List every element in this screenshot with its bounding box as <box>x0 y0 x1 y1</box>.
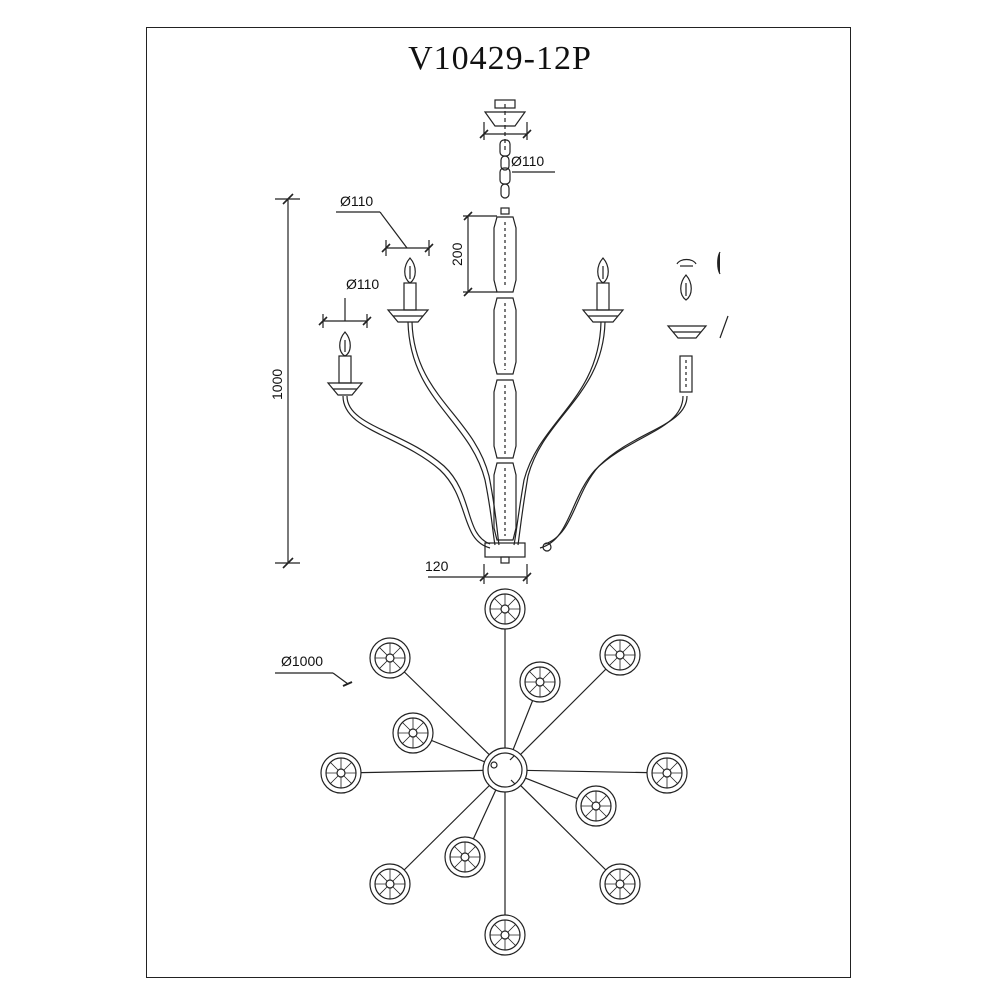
plan-view: Ø1000 <box>275 588 688 956</box>
base-width-dimension: 120 <box>425 558 532 584</box>
overall-height-dimension: 1000 <box>269 193 300 569</box>
candle-right-exploded <box>666 251 729 393</box>
overall-height-label: 1000 <box>269 369 285 400</box>
side-elevation: Ø110 2 <box>269 99 729 584</box>
canopy-diameter-dimension: Ø110 <box>479 122 555 173</box>
overall-diameter-label: Ø1000 <box>281 653 323 669</box>
drawing-frame <box>146 27 851 978</box>
left-upper-bobeche-label: Ø110 <box>340 193 373 209</box>
plan-bobeche-outer <box>320 588 688 956</box>
canopy-diameter-label: Ø110 <box>511 153 544 169</box>
left-upper-bobeche-dimension: Ø110 <box>336 193 434 256</box>
plan-bobeche-inner <box>392 661 617 878</box>
central-column <box>484 216 526 564</box>
model-title: V10429-12P <box>408 40 592 77</box>
left-lower-bobeche-dimension: Ø110 <box>318 276 379 328</box>
base-width-label: 120 <box>425 558 449 574</box>
candle-right-upper <box>581 257 625 323</box>
suspension-chain <box>499 139 511 215</box>
overall-diameter-dimension: Ø1000 <box>275 653 353 687</box>
plan-hub <box>482 747 528 793</box>
segment-height-label: 200 <box>449 242 465 266</box>
ceiling-canopy <box>483 99 527 150</box>
segment-height-dimension: 200 <box>449 211 497 297</box>
candle-left-lower <box>326 331 364 396</box>
left-lower-bobeche-label: Ø110 <box>346 276 379 292</box>
curved-arms <box>342 321 688 552</box>
candle-left-upper <box>386 257 430 323</box>
